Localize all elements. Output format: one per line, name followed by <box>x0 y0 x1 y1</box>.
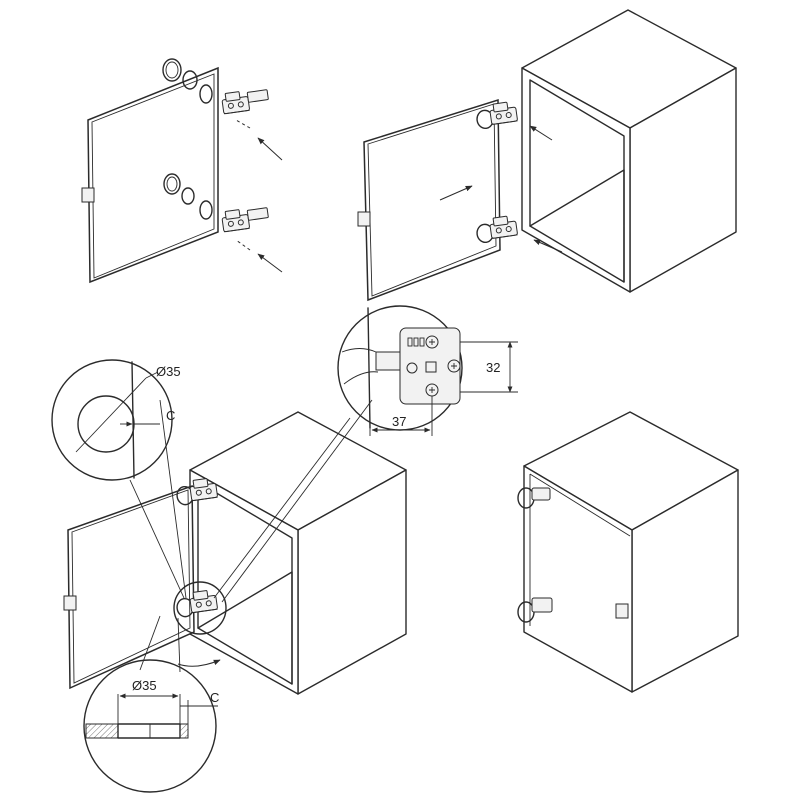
hinge-icon <box>476 100 519 130</box>
glass-door-panel-step1 <box>87 66 219 284</box>
door-knob-step4 <box>615 603 629 619</box>
arrow-icon <box>257 137 283 161</box>
glass-door-panel-step2 <box>363 98 501 302</box>
detail-circle-hole-bottom <box>83 659 217 793</box>
hinge-plate-detail: 32 37 <box>337 305 518 436</box>
dimension-label-37: 37 <box>392 414 406 429</box>
diameter-label-top: Ø35 <box>156 364 181 379</box>
hole-diameter-detail-bottom: Ø35 C <box>83 659 219 793</box>
hinge-icon <box>220 207 269 233</box>
hinge-icon <box>517 597 553 623</box>
hinge-holes-step1 <box>162 58 213 220</box>
arrow-icon <box>529 125 553 141</box>
diameter-label-bottom: Ø35 <box>132 678 157 693</box>
arrow-icon <box>439 185 473 201</box>
screw-icon <box>425 383 439 397</box>
arrow-icon <box>257 253 283 273</box>
step1-door-and-hinges <box>81 58 283 284</box>
glass-door-panel-step3 <box>67 484 195 690</box>
step2-cabinet-with-door <box>357 9 737 302</box>
hole-diameter-detail-top: Ø35 C <box>51 359 181 481</box>
door-knob-step1 <box>81 187 95 203</box>
hinge-icon <box>176 588 219 618</box>
clearance-label-bottom: C <box>210 690 219 705</box>
step4-cabinet-closed <box>517 411 739 693</box>
screw-icon <box>447 359 461 373</box>
arrow-icon <box>177 659 221 667</box>
door-knob-step2 <box>357 211 371 227</box>
hinge-icon <box>517 487 551 509</box>
hinge-icon <box>220 89 269 115</box>
clearance-label-top: C <box>166 408 175 423</box>
step3-cabinet-open-door <box>63 399 407 695</box>
dimension-label-32: 32 <box>486 360 500 375</box>
hinge-icon <box>176 476 219 506</box>
hinge-icon <box>476 214 519 244</box>
arrow-icon <box>533 239 563 253</box>
detail-circle-hole-top <box>51 359 173 481</box>
screw-icon <box>425 335 439 349</box>
